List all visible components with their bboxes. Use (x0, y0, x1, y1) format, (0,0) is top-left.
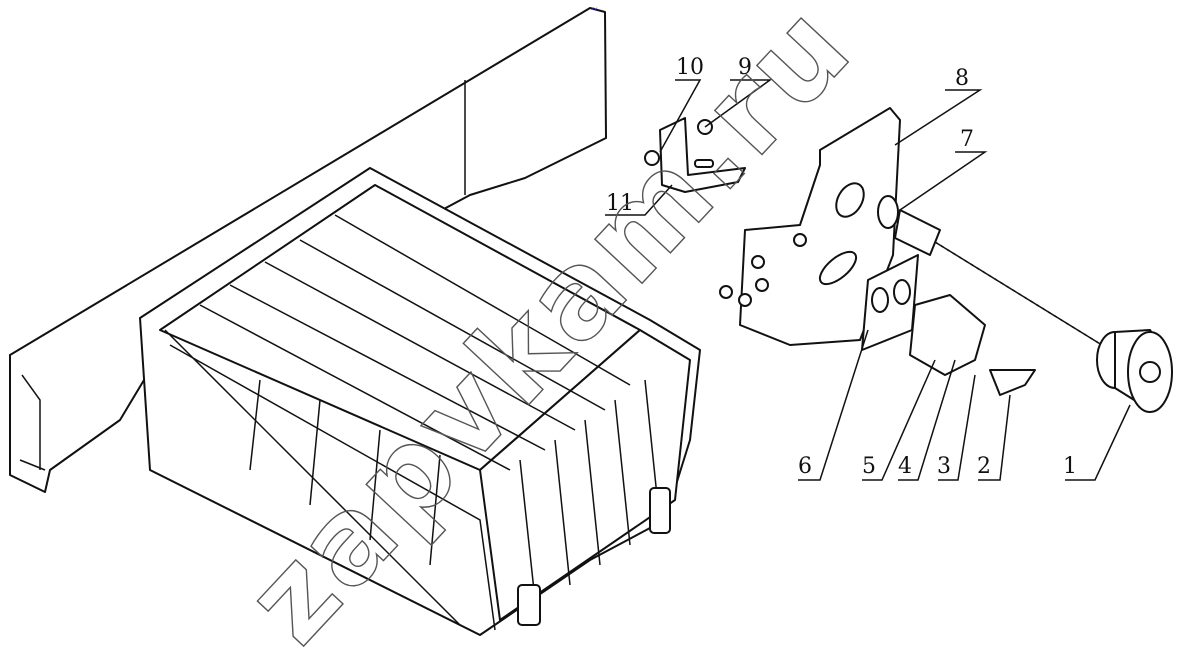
battery-box (139, 167, 701, 636)
callout-11: 11 (606, 191, 634, 216)
callout-9: 9 (738, 55, 752, 80)
battery-switch (909, 294, 1036, 396)
callout-3: 3 (937, 454, 951, 479)
callout-5: 5 (862, 454, 876, 479)
callout-1: 1 (1063, 454, 1077, 479)
callout-2: 2 (977, 454, 991, 479)
corner-mark: ~ (592, 4, 598, 15)
mounting-bracket (719, 107, 901, 346)
cable-assembly (877, 195, 1173, 413)
callout-7: 7 (960, 127, 974, 152)
callout-8: 8 (955, 66, 969, 91)
callout-10: 10 (676, 55, 704, 80)
callout-6: 6 (798, 454, 812, 479)
small-bracket (644, 117, 746, 193)
leader-lines (605, 79, 1131, 481)
callout-4: 4 (898, 454, 912, 479)
